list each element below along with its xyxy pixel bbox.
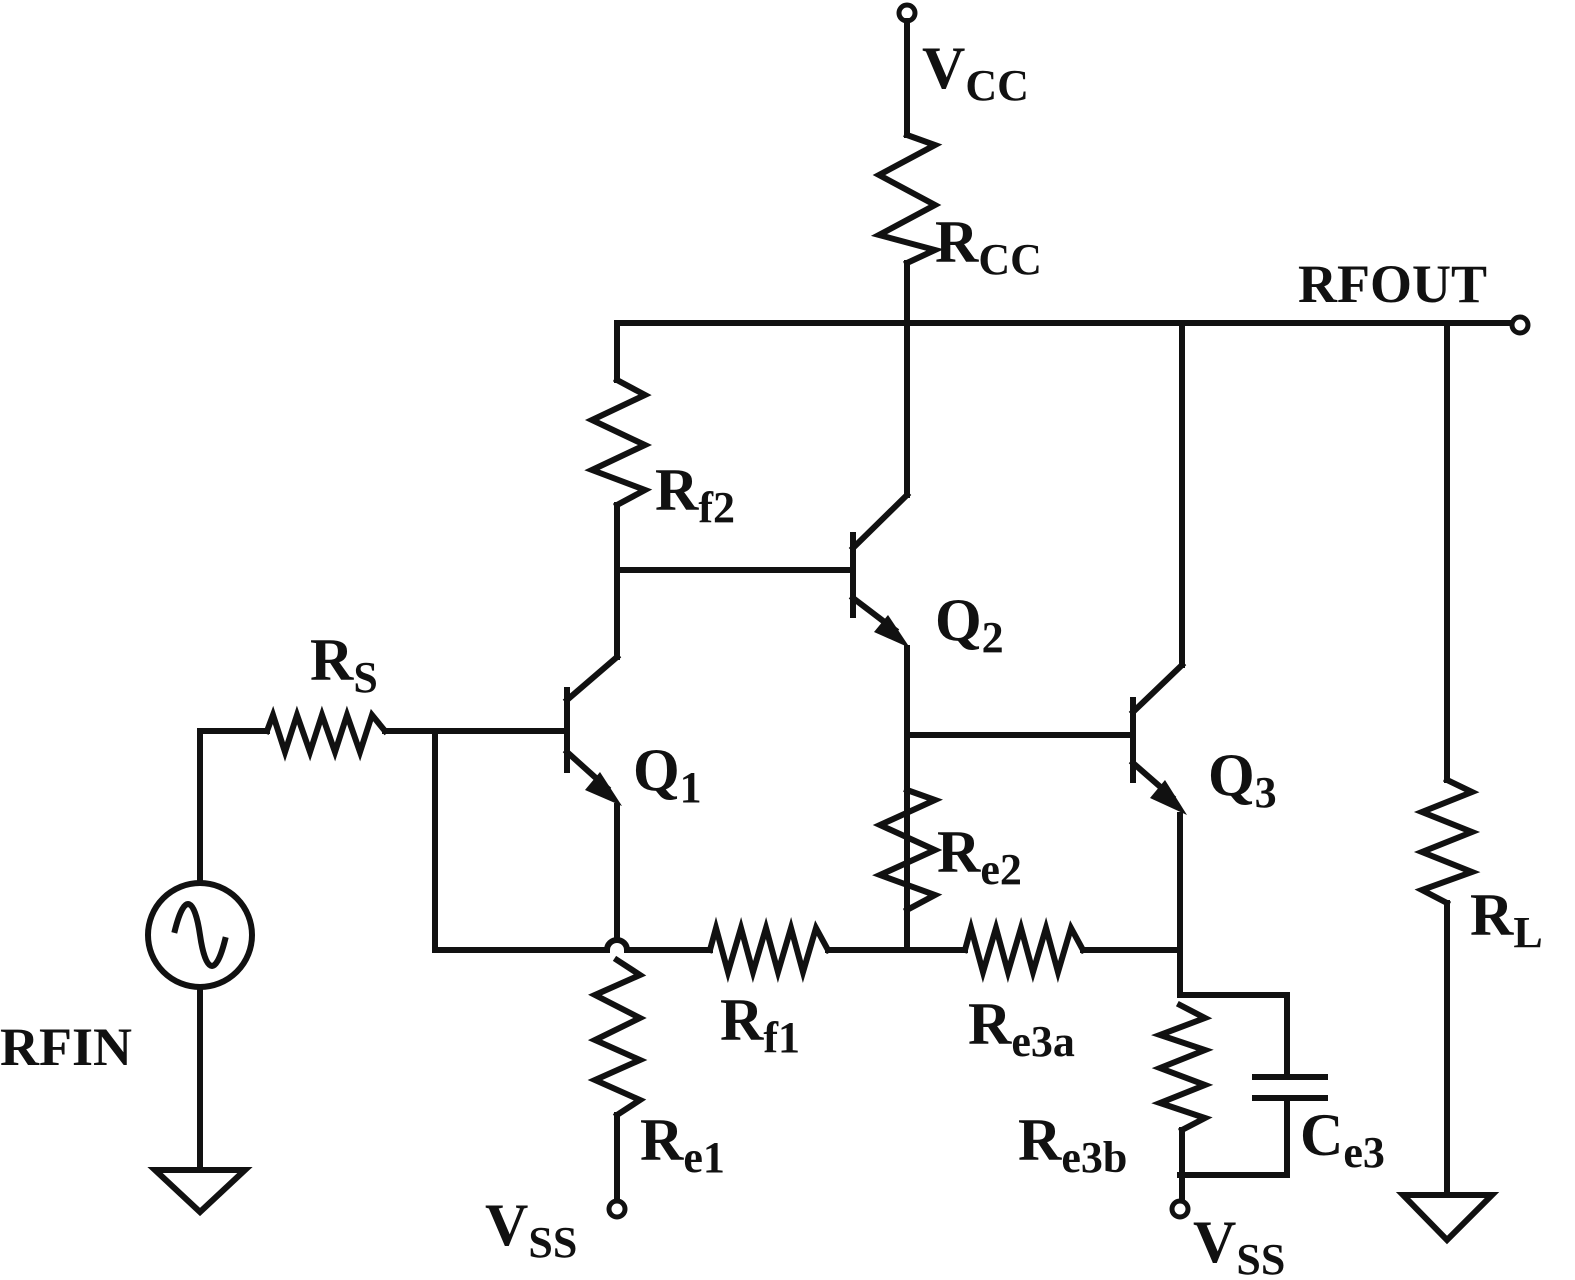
q3-transistor: [1128, 660, 1187, 815]
rf2-resistor: [584, 375, 653, 510]
label-vcc: VCC: [922, 35, 1029, 110]
sine-wave-icon: [171, 901, 229, 969]
label-re2: Re2: [937, 819, 1022, 894]
vss-terminal-right: [1169, 1198, 1191, 1220]
rl-resistor: [1413, 775, 1481, 908]
label-vss-right: VSS: [1193, 1209, 1285, 1280]
label-rcc: RCC: [935, 209, 1042, 284]
wire-crossover-hop: [603, 937, 631, 954]
vss-terminal-left: [606, 1198, 628, 1220]
label-rf2: Rf2: [655, 457, 735, 532]
ce3-top-wire: [1177, 992, 1290, 1078]
rs-resistor: [263, 705, 390, 762]
re1-resistor: [587, 955, 648, 1120]
re3a-resistor: [961, 916, 1088, 983]
label-vss-left: VSS: [485, 1192, 577, 1267]
feedback-loop-wire: [432, 728, 610, 953]
label-re1: Re1: [640, 1107, 725, 1182]
source-to-rs-wire: [197, 728, 270, 886]
rfout-terminal: [1509, 314, 1531, 336]
label-rf1: Rf1: [720, 987, 800, 1062]
label-re3b: Re3b: [1018, 1107, 1127, 1182]
label-ce3: Ce3: [1300, 1102, 1385, 1177]
re2-resistor: [872, 786, 943, 915]
label-rfout: RFOUT: [1298, 254, 1487, 314]
label-rs: RS: [310, 627, 378, 702]
label-q3: Q3: [1208, 742, 1277, 817]
label-rfin: RFIN: [0, 1017, 132, 1077]
label-re3a: Re3a: [968, 991, 1075, 1066]
q2-transistor: [848, 490, 912, 938]
ce3-bottom-wire: [1177, 1097, 1290, 1178]
ground-icon-left: [147, 1167, 253, 1217]
label-rl: RL: [1470, 882, 1543, 957]
ground-icon-right: [1395, 1192, 1500, 1245]
rcc-resistor: [870, 131, 944, 267]
label-q2: Q2: [935, 587, 1004, 662]
label-q1: Q1: [633, 737, 702, 812]
rf1-resistor: [706, 916, 833, 983]
re3b-resistor: [1151, 1000, 1214, 1135]
q1-transistor: [562, 652, 622, 806]
